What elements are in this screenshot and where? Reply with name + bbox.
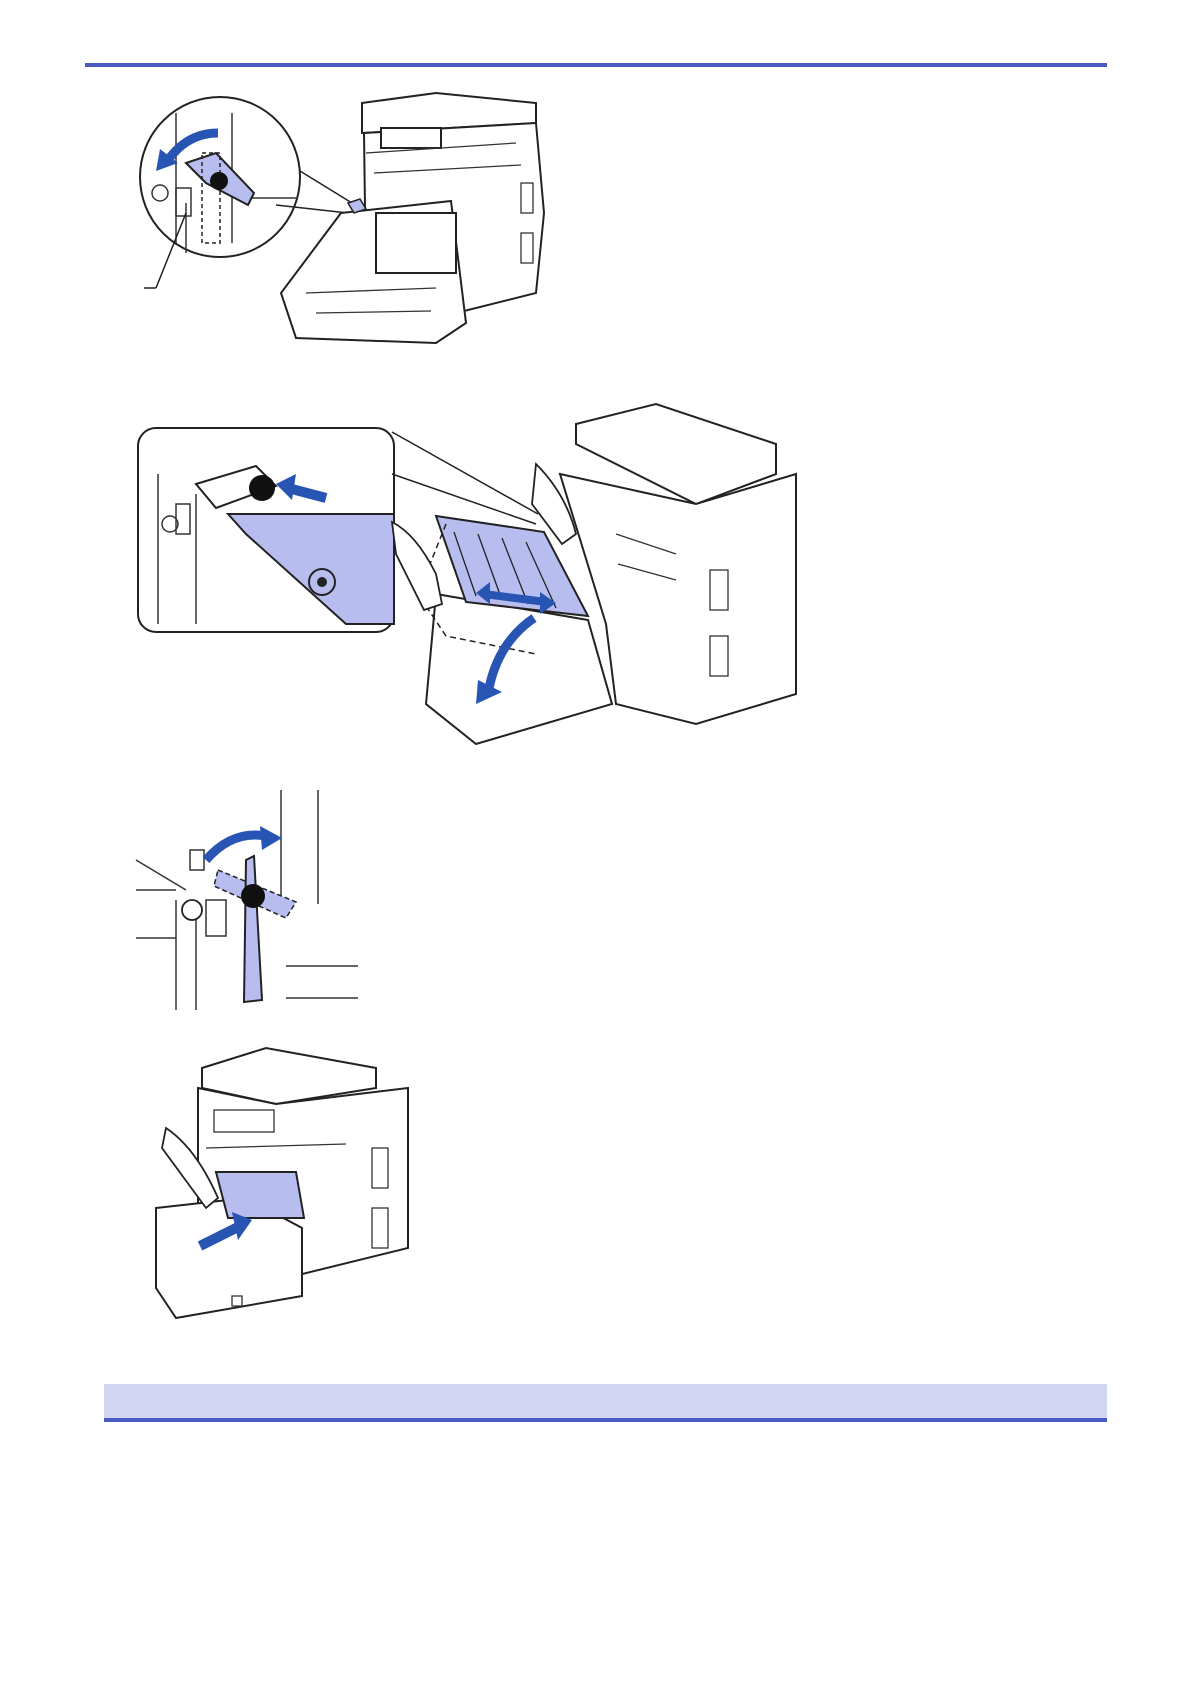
lock-lever-highlight (244, 856, 262, 1002)
figure-lever-lock-detail (136, 790, 366, 1010)
top-header-rule (85, 63, 1107, 67)
figure-1-illustration (136, 93, 596, 373)
lever-pivot-3 (241, 884, 265, 908)
related-information-rule (104, 1418, 1107, 1422)
lever-pivot (210, 172, 228, 190)
figure-drum-unit-push-in (136, 1048, 426, 1318)
lever-knob (249, 475, 275, 501)
related-information-bar (104, 1384, 1107, 1418)
left-hand (392, 522, 442, 610)
drum-unit-highlight-4 (216, 1172, 304, 1218)
figure-drum-unit-install-callout (136, 404, 836, 759)
figure-4-illustration (136, 1048, 426, 1318)
figure-2-illustration (136, 404, 836, 759)
figure-lock-lever-release (136, 93, 596, 373)
rotate-right-arrow-icon (206, 835, 266, 860)
figure-3-illustration (136, 790, 366, 1010)
printer-body (281, 93, 544, 343)
